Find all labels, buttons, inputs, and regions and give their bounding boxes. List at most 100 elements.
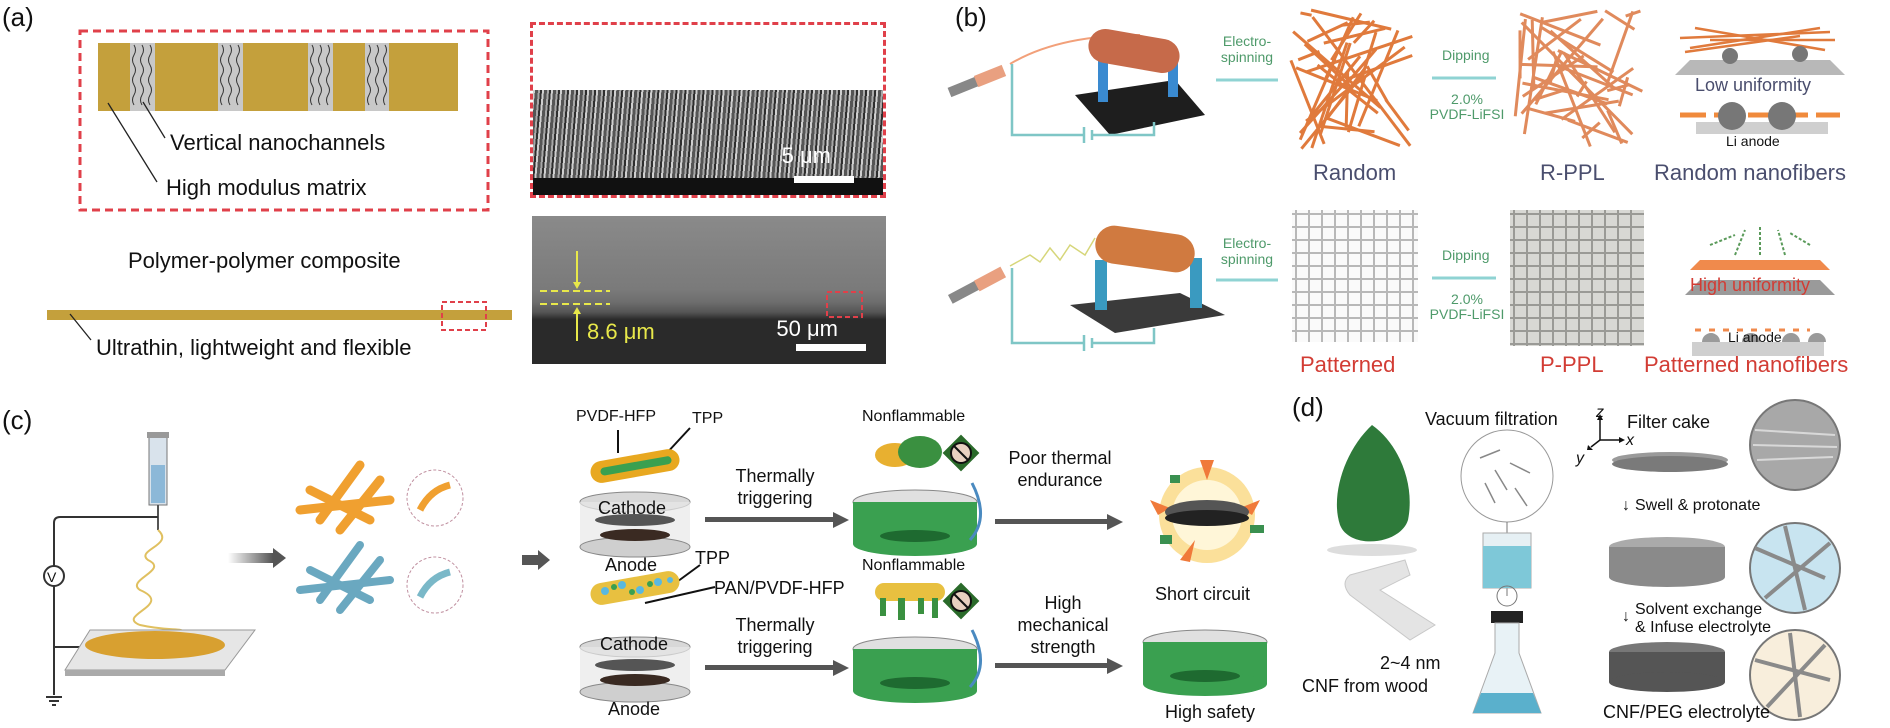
rotating-drum [1093, 223, 1197, 275]
process-label-patterned: Electro- spinning [1212, 235, 1282, 267]
process-line-2: spinning [1212, 49, 1282, 65]
trigger-line-1: Thermally [720, 614, 830, 636]
thickness-value: 8.6 μm [587, 319, 655, 345]
sem-top-scale-text: 5 μm [782, 143, 831, 169]
dip-solution-random: 2.0% PVDF-LiFSI [1424, 92, 1510, 122]
anode-label-random: Li anode [1726, 133, 1780, 149]
outcome-label-top: Poor thermal endurance [995, 447, 1125, 491]
no-fire-icon [943, 435, 980, 472]
battery-green-top [850, 488, 990, 563]
cathode-label-bottom: Cathode [600, 634, 668, 655]
final-electrolyte-label: CNF/PEG electrolyte [1603, 702, 1770, 723]
arrow-electrospin-random [1216, 76, 1281, 86]
filter-cake-disc [1605, 448, 1745, 488]
dip-concentration: 2.0% [1424, 292, 1510, 307]
electrolyte-disc [1605, 640, 1735, 700]
nanofiber [1300, 13, 1311, 15]
step1-label: Swell & protonate [1635, 497, 1760, 515]
dip-label-random: Dipping [1442, 47, 1489, 63]
trigger-line-2: triggering [720, 636, 830, 658]
syringe-icon [147, 432, 169, 530]
sem-cross-section-bottom: 8.6 μm 50 μm [532, 216, 886, 364]
sem-top-scale-bar [794, 176, 854, 183]
pvdf-hfp-fibers [300, 465, 390, 530]
film-caption: Ultrathin, lightweight and flexible [96, 335, 412, 361]
sem-cross-section-top: 5 μm [530, 22, 886, 198]
vertical-nanochannels-label: Vertical nanochannels [170, 130, 385, 156]
step2-arrow: ↓ [1622, 608, 1630, 626]
trigger-line-1: Thermally [720, 465, 830, 487]
product-label-p-ppl: P-PPL [1540, 352, 1604, 378]
process-arrow-1 [228, 548, 288, 568]
cnf-source-label: CNF from wood [1302, 676, 1428, 697]
battery-safe [1138, 628, 1278, 703]
ground-icon [46, 697, 62, 705]
fiber-jet [1010, 238, 1095, 266]
dip-concentration: 2.0% [1424, 92, 1510, 107]
outcome-line-1: High [1008, 592, 1118, 614]
axis-y-label: y [1576, 450, 1584, 468]
result-label-bottom: High safety [1165, 702, 1255, 723]
anode-label-bottom: Anode [608, 699, 660, 720]
product-label-r-ppl: R-PPL [1540, 160, 1605, 186]
dip-label-patterned: Dipping [1442, 247, 1489, 263]
tree-icon [1330, 425, 1420, 555]
process-line-1: Electro- [1212, 33, 1282, 49]
collector-stand-left [1098, 60, 1108, 102]
arrow-dip-patterned [1432, 274, 1500, 284]
fiber-size-label: 2~4 nm [1380, 653, 1441, 674]
summary-random: Random nanofibers [1654, 160, 1846, 186]
syringe-icon [948, 267, 1006, 304]
mat-label-random: Random [1313, 160, 1396, 186]
collector-base [1075, 80, 1205, 135]
leader-matrix [108, 103, 157, 182]
nonflammable-label-bottom: Nonflammable [862, 557, 965, 575]
dip-solution-patterned: 2.0% PVDF-LiFSI [1424, 292, 1510, 322]
outcome-label-bottom: High mechanical strength [1008, 592, 1118, 658]
uniformity-label-low: Low uniformity [1695, 75, 1811, 96]
vacuum-filtration-setup [1455, 428, 1565, 728]
process-line-1: Electro- [1212, 235, 1282, 251]
collector-stand-left [1095, 260, 1107, 310]
arrow-trigger-top [705, 512, 850, 528]
outcome-line-2: mechanical [1008, 614, 1118, 636]
core-shell-fiber [590, 425, 710, 485]
nonflammable-label-top: Nonflammable [862, 408, 965, 426]
zoom-circle-filter-cake [1745, 395, 1845, 495]
trigger-label-bottom: Thermally triggering [720, 614, 830, 658]
syringe-icon [948, 65, 1007, 97]
nanofiber [1540, 11, 1597, 22]
composite-title: Polymer-polymer composite [128, 248, 401, 274]
sem-bottom-scale-text: 50 μm [776, 316, 838, 342]
vacuum-filtration-label: Vacuum filtration [1425, 409, 1558, 430]
arrow-trigger-bottom [705, 660, 850, 676]
no-fire-icon [943, 583, 980, 620]
cnf-fiber-icon [1335, 555, 1455, 645]
step2-line-1: Solvent exchange [1635, 601, 1771, 619]
step1-arrow: ↓ [1622, 497, 1630, 515]
outcome-line-2: endurance [995, 469, 1125, 491]
cathode-label-top: Cathode [598, 498, 666, 519]
high-modulus-matrix-label: High modulus matrix [166, 175, 367, 201]
filter-cake-label: Filter cake [1627, 412, 1710, 433]
process-arrow-2 [522, 550, 552, 570]
dip-solution-name: PVDF-LiFSI [1424, 307, 1510, 322]
uniformity-label-high: High uniformity [1690, 275, 1810, 296]
battery-green-bottom [850, 635, 990, 710]
sem-bottom-scale-bar [796, 344, 866, 351]
outcome-line-3: strength [1008, 636, 1118, 658]
voltage-symbol: V [47, 569, 56, 585]
trigger-line-2: triggering [720, 487, 830, 509]
random-fiber-mat [1290, 10, 1418, 150]
blended-fiber [590, 565, 720, 615]
nonflammable-residue-bottom [870, 578, 980, 628]
dip-solution-name: PVDF-LiFSI [1424, 107, 1510, 122]
axis-z-label: z [1596, 404, 1604, 422]
anode-label-patterned: Li anode [1728, 329, 1782, 345]
process-label-random: Electro- spinning [1212, 33, 1282, 65]
nanofiber [1607, 11, 1633, 84]
arrow-dip-random [1432, 74, 1500, 84]
swollen-disc [1605, 535, 1735, 595]
p-ppl-mat [1510, 210, 1644, 346]
collector-stand-right [1190, 258, 1202, 308]
